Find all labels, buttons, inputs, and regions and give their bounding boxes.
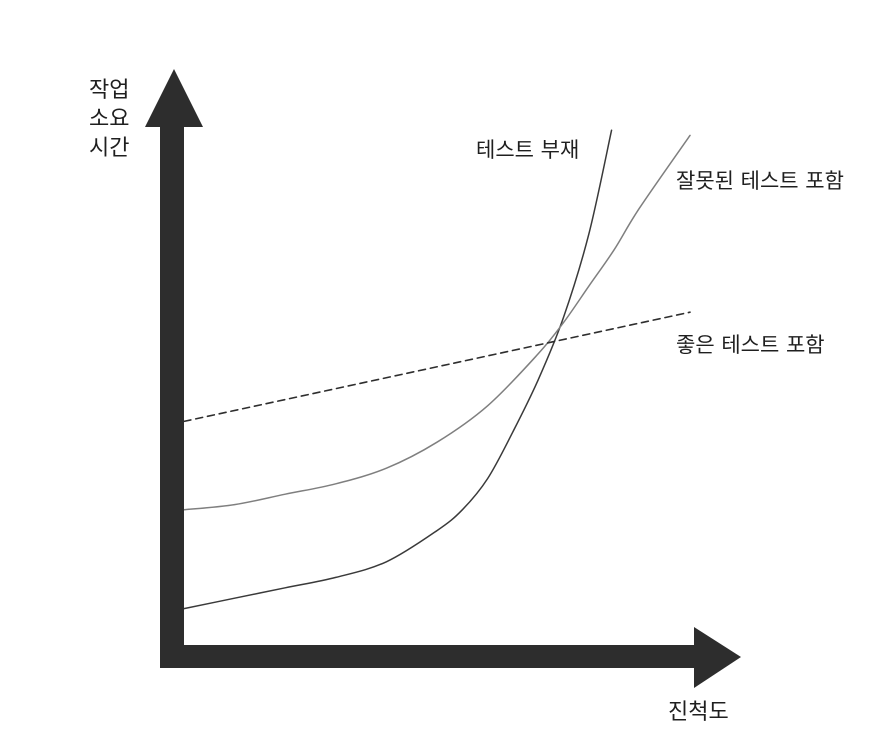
series-label-2: 잘못된 테스트 포함 <box>676 169 844 193</box>
y-axis-label-line-2: 소요 <box>89 107 129 132</box>
y-axis-label-line-1: 작업 <box>89 78 129 103</box>
x-axis-shaft <box>160 645 696 668</box>
y-axis-arrowhead <box>145 69 203 127</box>
x-axis-label: 진척도 <box>668 700 729 725</box>
x-axis-arrowhead <box>694 627 741 688</box>
series-line-1 <box>183 129 613 610</box>
series-line-3 <box>183 311 691 423</box>
y-axis-label: 작업 소요 시간 <box>89 78 129 161</box>
series-label-1: 테스트 부재 <box>476 138 579 162</box>
y-axis <box>145 69 203 668</box>
series-layer <box>183 129 691 610</box>
series-label-3: 좋은 테스트 포함 <box>676 333 825 357</box>
x-axis <box>160 627 741 688</box>
y-axis-shaft <box>160 118 184 668</box>
y-axis-label-line-3: 시간 <box>89 136 129 161</box>
series-line-2 <box>183 134 691 511</box>
